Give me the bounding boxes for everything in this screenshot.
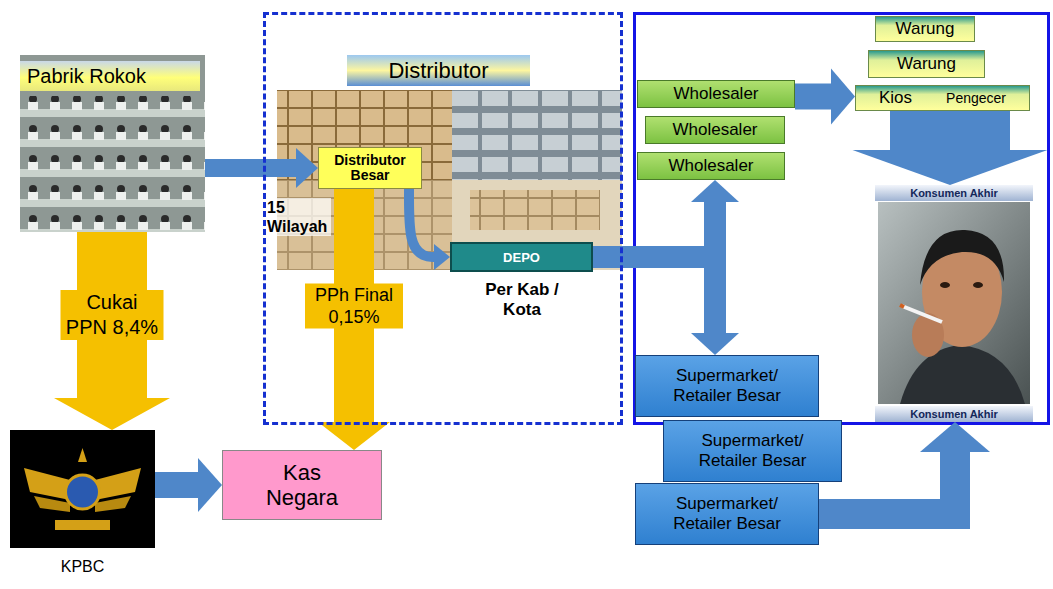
logo-shield [66, 475, 100, 509]
arrow-body [205, 159, 296, 177]
flow-arrow [205, 148, 318, 188]
process-box: Supermarket/ Retailer Besar [663, 420, 842, 482]
node-label: Warung [896, 19, 955, 39]
node-label: Wholesaler [673, 84, 758, 104]
node-label: Pabrik Rokok [20, 61, 200, 91]
arrow-body [593, 257, 715, 333]
logo-wing [95, 496, 131, 512]
arrow-head [296, 148, 318, 188]
logo-wing [34, 496, 70, 512]
process-box: Supermarket/ Retailer Besar [635, 355, 819, 417]
consumer-eye [940, 282, 950, 288]
arrow-head [691, 333, 739, 355]
agency-node: KPBC [10, 430, 155, 578]
flow-arrow [819, 422, 990, 514]
node-label: Kios [879, 88, 912, 108]
arrow-head [920, 422, 990, 452]
node-label: Pengecer [946, 90, 1006, 106]
process-box: Wholesaler [637, 80, 795, 108]
node-label: Distributor Besar [325, 153, 415, 184]
node-label: Konsumen Akhir [875, 406, 1033, 422]
kpbc-logo [10, 430, 155, 548]
arrow-head [318, 422, 390, 450]
node-label: Wholesaler [672, 120, 757, 140]
node-label: Wholesaler [668, 156, 753, 176]
process-box: Wholesaler [645, 116, 785, 144]
process-box: Warung [875, 16, 975, 42]
arrow-head [831, 69, 855, 125]
arrow-body [409, 189, 434, 257]
factory-photo [20, 55, 205, 232]
node-label: DEPO [503, 250, 540, 265]
arrow-body [795, 84, 831, 110]
arrow-head [54, 398, 170, 430]
arrow-body [155, 472, 198, 498]
arrow-head [691, 180, 739, 202]
flow-arrow [409, 189, 450, 270]
node-label: Supermarket/ Retailer Besar [682, 431, 823, 470]
arrow-head [198, 458, 222, 512]
node-label: Distributor [347, 55, 530, 86]
process-box: Wholesaler [637, 152, 785, 180]
consumer-photo [878, 202, 1030, 404]
process-box: Kas Negara [222, 450, 382, 520]
node-label: KPBC [61, 557, 105, 578]
logo-wing [95, 468, 141, 500]
arrow-head [853, 150, 1048, 185]
node-label: Supermarket/ Retailer Besar [656, 366, 798, 405]
process-box: DEPO [450, 242, 593, 272]
factory-workers [20, 96, 205, 232]
arrow-label: Cukai PPN 8,4% [61, 290, 164, 340]
logo-star [78, 448, 87, 462]
arrow-head [434, 244, 450, 270]
flow-arrow [54, 232, 170, 430]
flow-arrow [795, 69, 855, 125]
warehouse-photo [452, 90, 622, 180]
node-label: Konsumen Akhir [875, 185, 1033, 201]
arrow-body [890, 111, 1010, 150]
logo-wing [24, 468, 70, 500]
annotation-label: Per Kab / Kota [472, 280, 572, 321]
cigarette [902, 306, 942, 322]
flow-arrow [853, 111, 1048, 185]
node-label: Kas Negara [253, 460, 351, 511]
node-label: Supermarket/ Retailer Besar [656, 494, 798, 533]
annotation-label: 15 Wilayah [267, 198, 331, 236]
process-box: Distributor Besar [318, 147, 422, 189]
consumer-shirt [900, 345, 1025, 404]
consumer-node: Konsumen AkhirKonsumen Akhir [875, 185, 1033, 422]
consumer-hair [920, 230, 1004, 285]
flow-arrow [593, 257, 739, 355]
flow-arrow [593, 180, 739, 257]
consumer-eye [973, 282, 983, 288]
cigarette-tip [900, 305, 904, 307]
arrow-label: PPh Final 0,15% [305, 283, 403, 328]
flow-arrow [155, 458, 222, 512]
process-box: Supermarket/ Retailer Besar [635, 483, 819, 545]
factory-node: Pabrik Rokok [20, 55, 205, 232]
process-box: Kios Pengecer [855, 85, 1030, 111]
logo-ribbon [55, 520, 110, 530]
warehouse-boxes [470, 190, 600, 230]
process-box: Warung [868, 50, 985, 78]
retail-region [635, 14, 1049, 424]
node-label: Warung [897, 54, 956, 74]
